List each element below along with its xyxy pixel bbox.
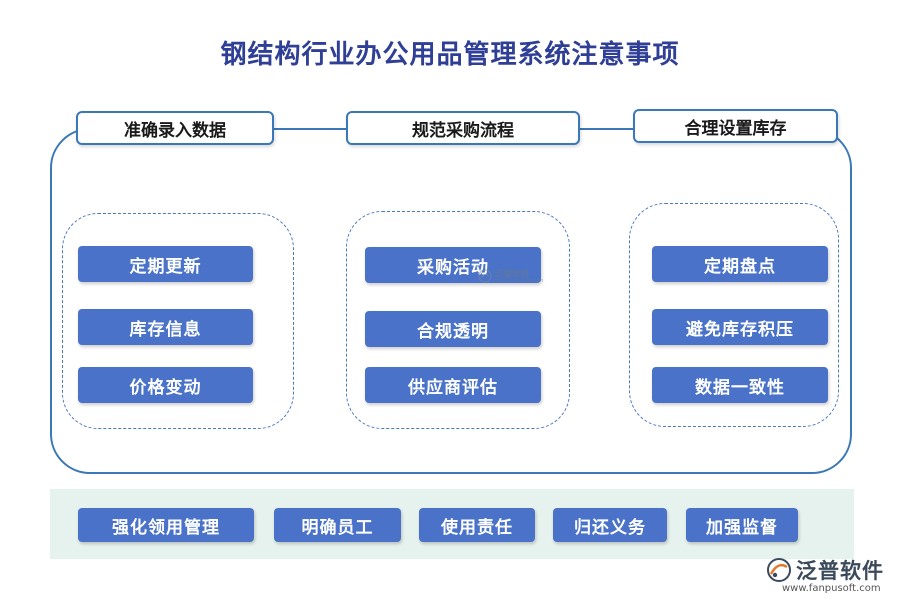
bottom-item-clarify-staff: 明确员工 bbox=[274, 508, 401, 542]
fanpu-logo-icon bbox=[767, 558, 791, 582]
item-regular-update: 定期更新 bbox=[78, 246, 253, 282]
item-purchase-activity: 采购活动 bbox=[365, 247, 541, 283]
watermark-logo-icon bbox=[478, 269, 492, 283]
item-supplier-evaluation: 供应商评估 bbox=[365, 367, 541, 403]
item-price-change: 价格变动 bbox=[78, 367, 253, 403]
column-header-procurement: 规范采购流程 bbox=[346, 111, 580, 145]
bottom-item-usage-responsibility: 使用责任 bbox=[419, 508, 535, 542]
column-header-data-entry: 准确录入数据 bbox=[76, 111, 274, 145]
item-data-consistency: 数据一致性 bbox=[652, 367, 828, 403]
watermark: 泛普软件 www.fanpusoft.com bbox=[478, 267, 543, 289]
item-regular-stocktake: 定期盘点 bbox=[652, 246, 828, 282]
item-inventory-info: 库存信息 bbox=[78, 309, 253, 345]
item-avoid-overstock: 避免库存积压 bbox=[652, 309, 828, 345]
logo-url: www.fanpusoft.com bbox=[782, 583, 881, 594]
page-title: 钢结构行业办公用品管理系统注意事项 bbox=[220, 40, 680, 70]
bottom-item-usage-management: 强化领用管理 bbox=[78, 508, 254, 542]
item-compliance-transparency: 合规透明 bbox=[365, 311, 541, 347]
column-header-inventory: 合理设置库存 bbox=[633, 109, 838, 143]
watermark-name: 泛普软件 bbox=[494, 270, 531, 280]
watermark-url: www.fanpusoft.com bbox=[494, 278, 544, 284]
bottom-item-strengthen-supervision: 加强监督 bbox=[686, 508, 798, 542]
brand-logo: 泛普软件 www.fanpusoft.com bbox=[760, 555, 895, 595]
logo-name: 泛普软件 bbox=[796, 559, 884, 583]
bottom-item-return-duty: 归还义务 bbox=[553, 508, 667, 542]
